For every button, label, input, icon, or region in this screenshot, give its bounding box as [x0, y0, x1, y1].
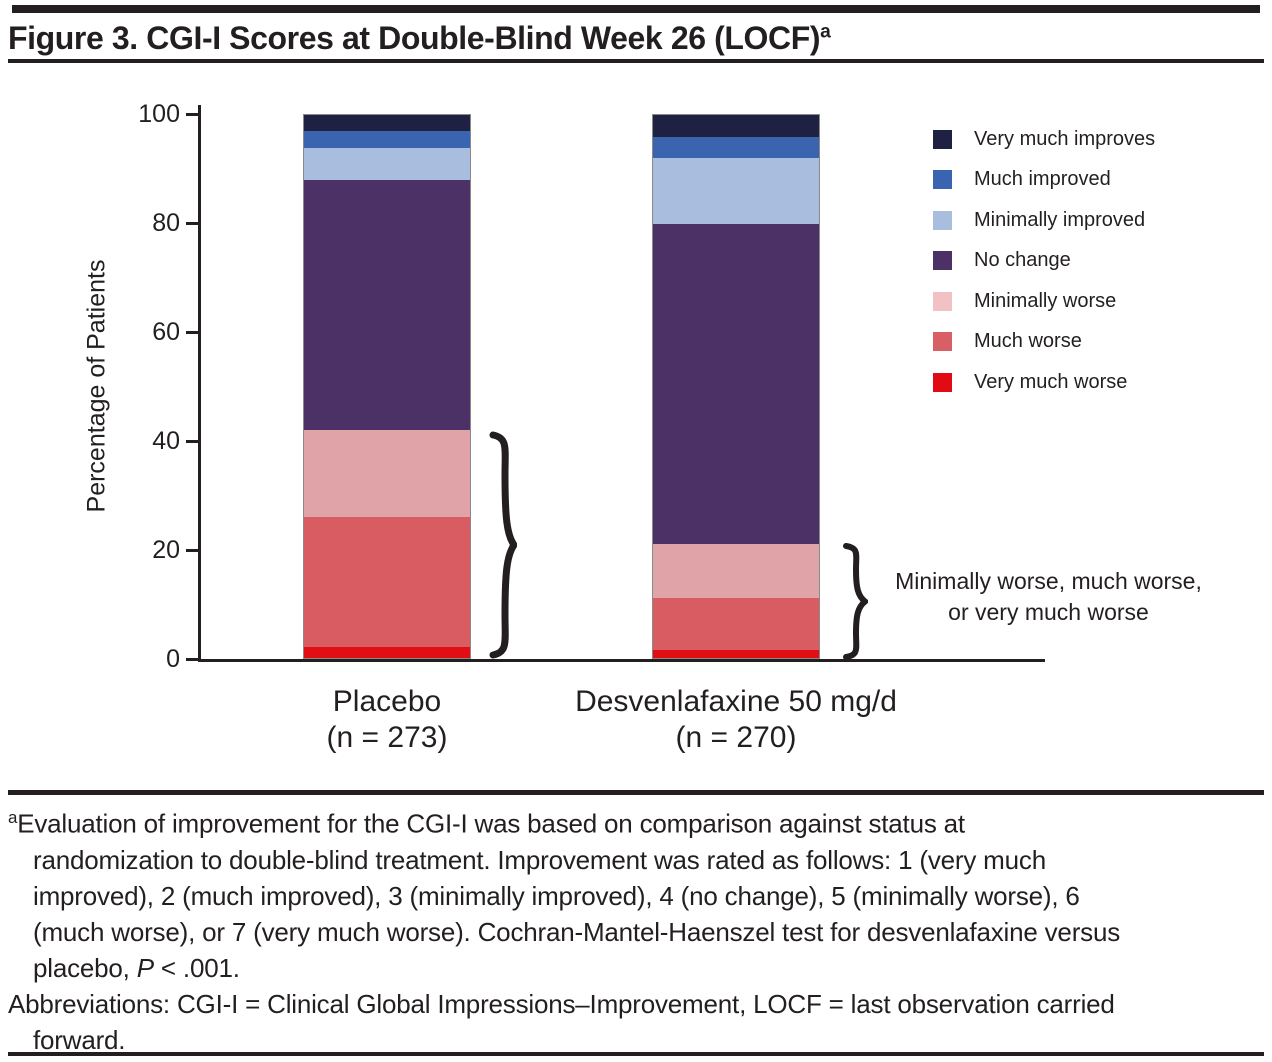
footnote-p-italic: P — [136, 952, 154, 983]
bar-segment — [304, 647, 470, 658]
category-name: Placebo — [332, 685, 442, 718]
title-rule — [8, 59, 1264, 63]
y-tick-label: 60 — [152, 317, 180, 346]
y-tick-label: 100 — [138, 99, 180, 128]
brace-annotation-line2: or very much worse — [948, 599, 1149, 625]
legend-swatch — [933, 332, 952, 351]
legend-item: Much improved — [933, 168, 1111, 192]
y-tick-mark — [186, 548, 199, 552]
footnote: aEvaluation of improvement for the CGI-I… — [8, 800, 1120, 1058]
bar-segment — [653, 598, 819, 650]
legend-swatch — [933, 170, 952, 189]
legend-label: Much worse — [974, 330, 1082, 352]
footnote-line: (much worse), or 7 (very much worse). Co… — [33, 916, 1121, 947]
x-category-label-placebo: Placebo (n = 273) — [287, 684, 487, 756]
y-tick-mark — [186, 330, 199, 334]
legend-label: Much improved — [974, 168, 1111, 190]
bar-segment — [304, 429, 470, 517]
y-axis-title: Percentage of Patients — [82, 259, 111, 513]
bar-segment — [653, 543, 819, 599]
y-axis-line — [198, 105, 201, 662]
legend-swatch — [933, 129, 952, 149]
footnote-abbreviations-line: forward. — [33, 1024, 126, 1055]
bar-segment — [653, 223, 819, 544]
legend-item: Minimally worse — [933, 289, 1116, 313]
category-sample-size: (n = 270) — [675, 721, 797, 754]
legend-label: No change — [974, 249, 1071, 271]
category-sample-size: (n = 273) — [326, 721, 448, 754]
legend-item: Very much improves — [933, 127, 1155, 151]
figure-title-text: Figure 3. CGI-I Scores at Double-Blind W… — [8, 20, 821, 56]
x-category-label-desvenlafaxine: Desvenlafaxine 50 mg/d (n = 270) — [560, 684, 912, 756]
footnote-abbreviations-line: Abbreviations: CGI-I = Clinical Global I… — [8, 988, 1115, 1019]
y-tick-label: 20 — [152, 535, 180, 564]
footnote-divider-rule — [8, 790, 1264, 795]
brace-annotation-line1: Minimally worse, much worse, — [895, 568, 1202, 594]
y-tick-mark — [186, 221, 199, 225]
legend-label: Minimally improved — [974, 208, 1146, 231]
bar-segment — [653, 136, 819, 159]
footnote-text: < .001. — [153, 952, 240, 983]
y-tick-label: 40 — [152, 426, 180, 455]
footnote-text: placebo, — [33, 952, 137, 983]
figure-title-superscript: a — [820, 21, 831, 43]
legend-swatch — [933, 291, 952, 311]
bar-segment — [653, 158, 819, 224]
x-axis-line — [198, 659, 1045, 662]
footnote-text: Evaluation of improvement for the CGI-I … — [17, 808, 965, 839]
bar-segment — [653, 115, 819, 137]
brace-placebo-worse-range — [489, 431, 517, 659]
legend-item: Very much worse — [933, 370, 1127, 394]
footnote-superscript: a — [8, 808, 18, 827]
legend-label: Very much worse — [974, 370, 1128, 393]
brace-annotation: Minimally worse, much worse, or very muc… — [876, 566, 1221, 628]
legend-label: Very much improves — [974, 127, 1156, 150]
y-tick-mark — [186, 658, 199, 661]
bar-segment — [304, 115, 470, 132]
bar-segment — [304, 147, 470, 181]
bar-segment — [304, 131, 470, 148]
stacked-bar-placebo — [303, 114, 471, 659]
legend-label: Minimally worse — [974, 289, 1117, 312]
y-tick-mark — [186, 439, 199, 443]
legend-swatch — [933, 251, 952, 270]
figure-title: Figure 3. CGI-I Scores at Double-Blind W… — [8, 20, 831, 57]
footnote-line: improved), 2 (much improved), 3 (minimal… — [33, 880, 1080, 911]
footnote-line: randomization to double-blind treatment.… — [33, 844, 1046, 875]
top-border-bar — [12, 5, 1260, 13]
y-tick-label: 0 — [166, 645, 180, 673]
bar-segment — [653, 649, 819, 658]
footnote-line: aEvaluation of improvement for the CGI-I… — [8, 800, 1120, 842]
legend-item: No change — [933, 249, 1071, 273]
legend-item: Much worse — [933, 330, 1082, 354]
bar-segment — [304, 180, 470, 430]
legend-swatch — [933, 210, 952, 230]
legend-item: Minimally improved — [933, 208, 1145, 232]
category-name: Desvenlafaxine 50 mg/d — [575, 685, 897, 718]
footnote-line-pvalue: placebo, P < .001. — [8, 950, 1120, 986]
bar-segment — [304, 516, 470, 648]
brace-desvenlafaxine-worse-range — [843, 543, 868, 660]
stacked-bar-desvenlafaxine — [652, 114, 820, 659]
legend-swatch — [933, 372, 952, 392]
bottom-border-rule — [8, 1052, 1264, 1056]
y-tick-mark — [186, 112, 199, 116]
y-tick-label: 80 — [152, 208, 180, 237]
